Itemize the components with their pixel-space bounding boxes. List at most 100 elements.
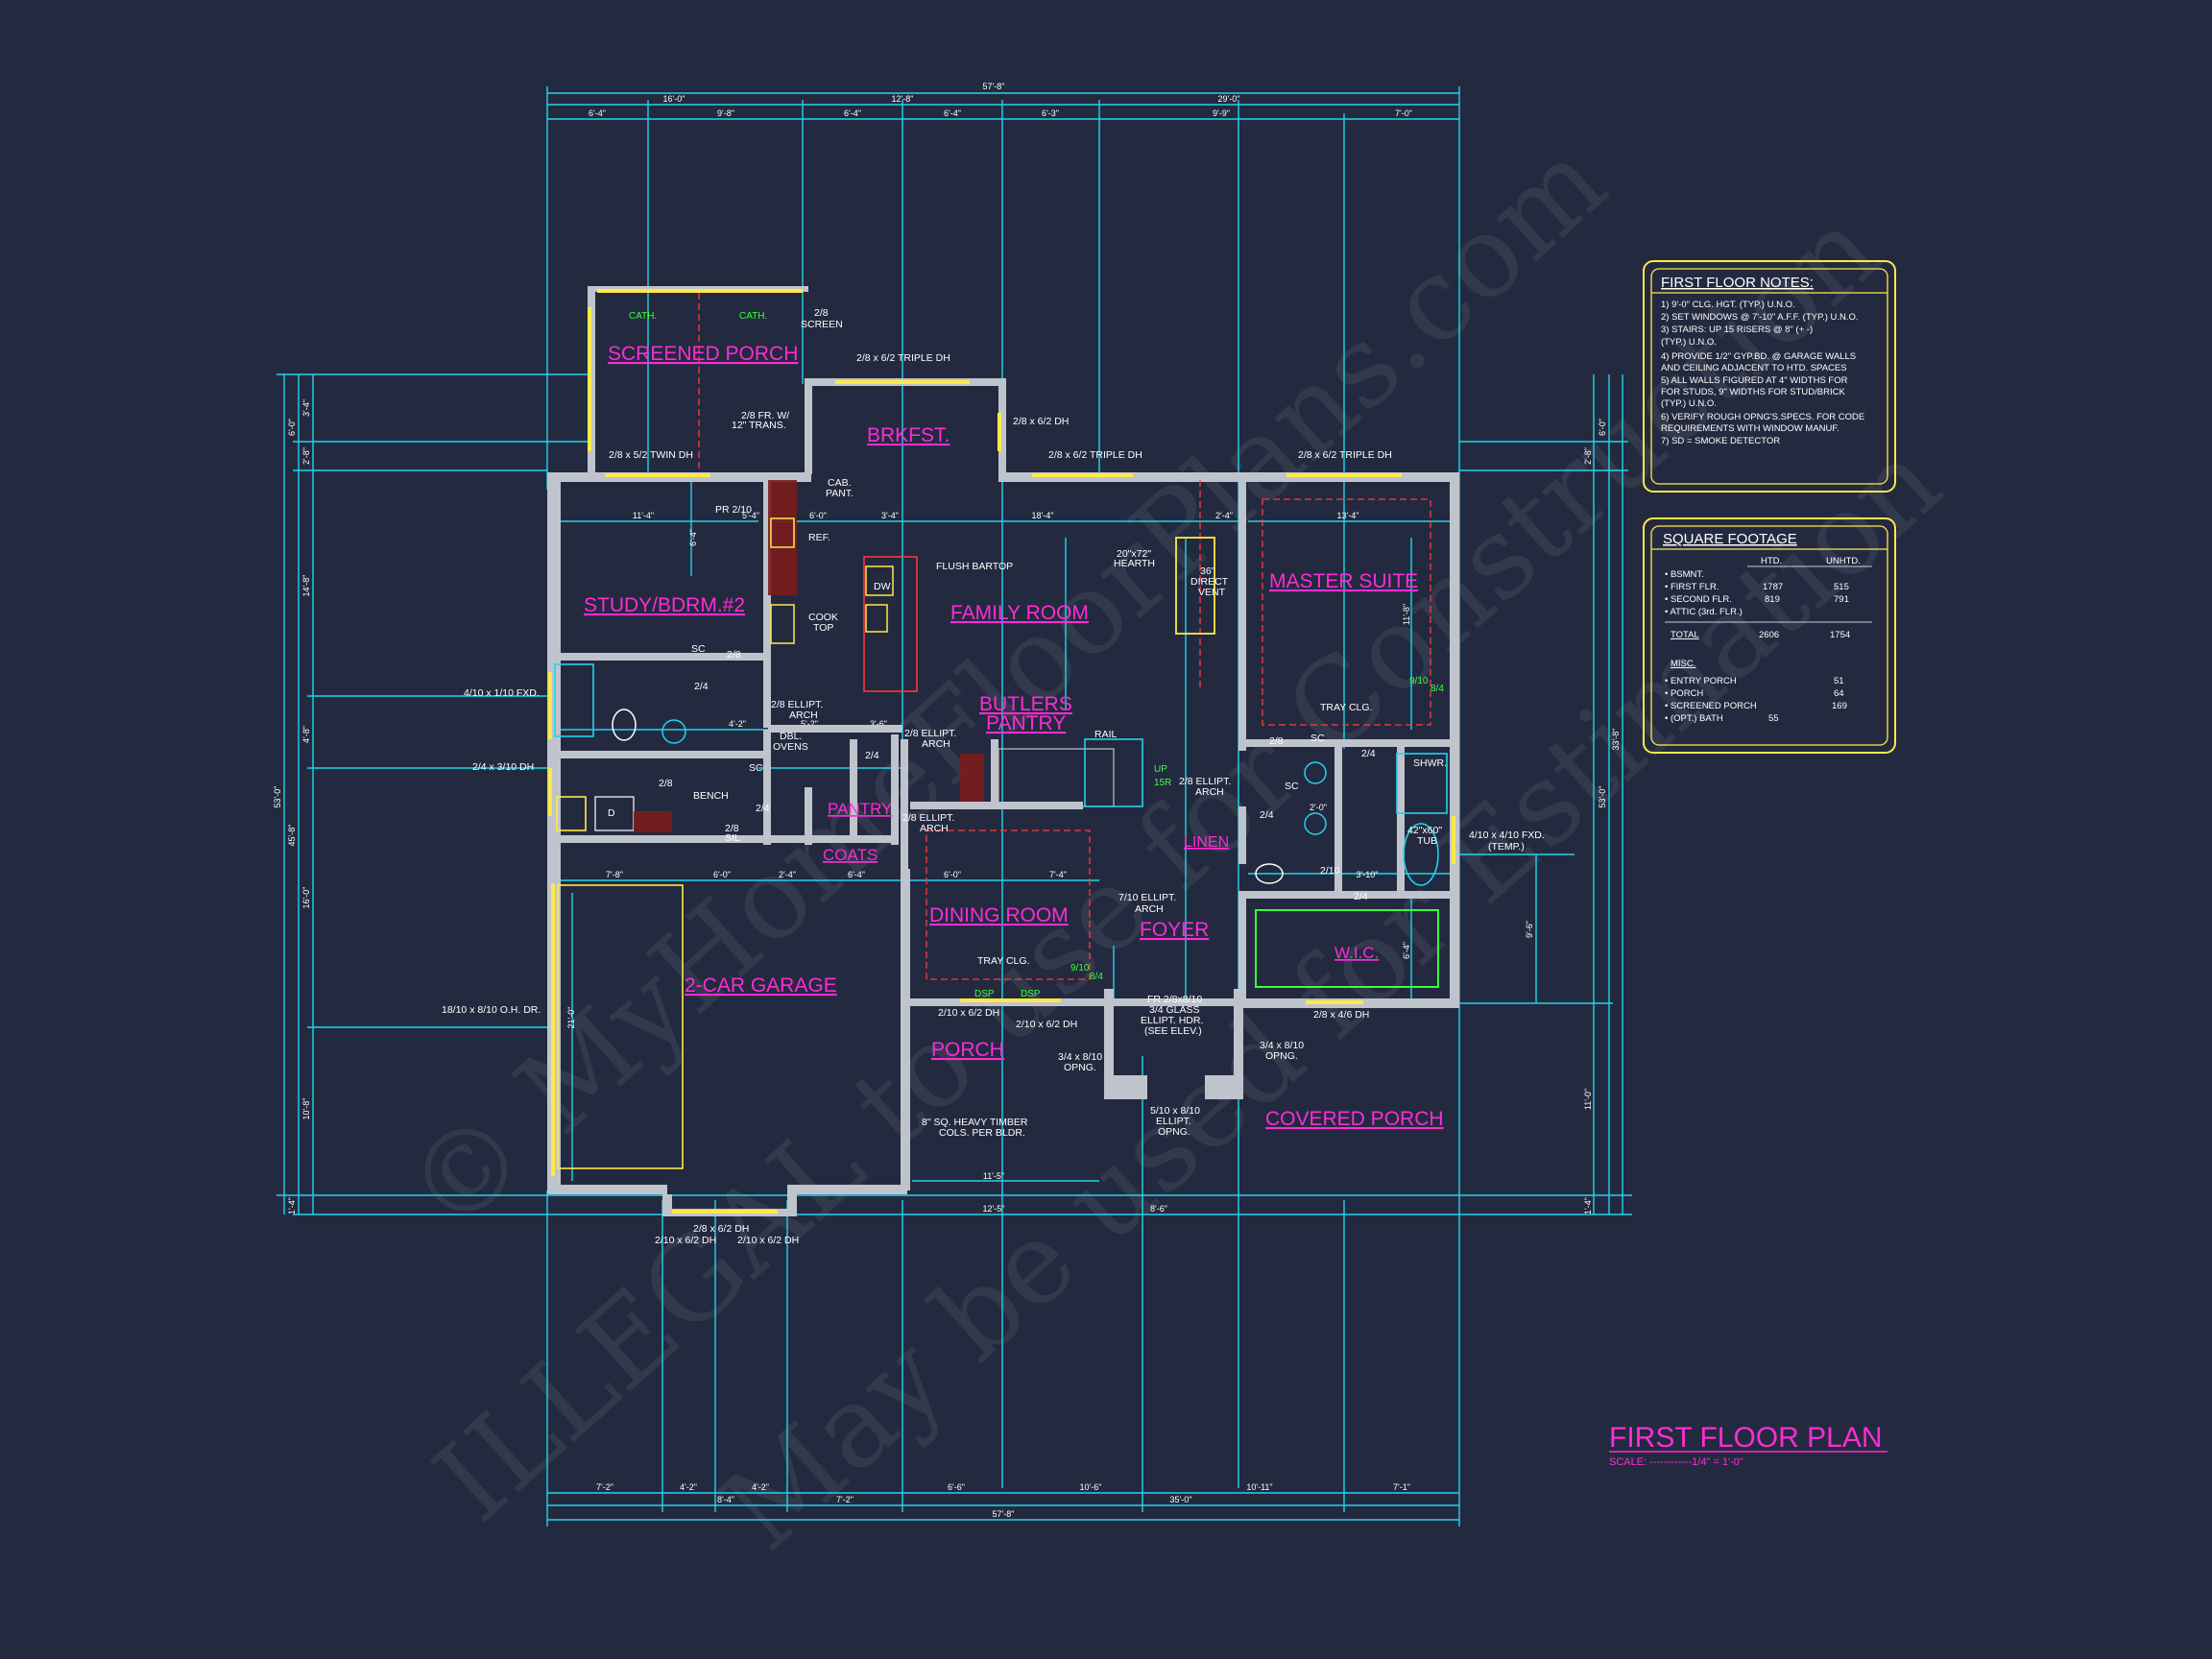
square-footage-panel: SQUARE FOOTAGE HTD. UNHTD. • BSMNT. • FI… — [1643, 517, 1896, 754]
label-dh-24-310: 2/4 x 3/10 DH — [472, 761, 534, 773]
label-twin-dh: 2/8 x 5/2 TWIN DH — [609, 449, 693, 461]
label-ellipt-butler-1: 2/8 ELLIPT. — [904, 728, 956, 739]
label-gar-dh-1: 2/8 x 6/2 DH — [693, 1223, 749, 1235]
dim-right-r3: 2'-8" — [1583, 447, 1593, 465]
label-triple-dh-top: 2/8 x 6/2 TRIPLE DH — [856, 352, 950, 364]
label-fxd-temp-1: 4/10 x 4/10 FXD. — [1469, 830, 1545, 841]
dim-inner-i20: 3'-10" — [1357, 870, 1379, 879]
sqft-col-htd: HTD. — [1761, 556, 1782, 566]
dim-inner-i2: 5'-4" — [742, 511, 759, 520]
dim-top-overall: 57'-8" — [983, 82, 1005, 91]
label-dsp-2: DSP — [1021, 989, 1041, 999]
dim-inner-i24: 8'-6" — [1150, 1204, 1167, 1214]
fixtures — [554, 480, 1448, 886]
label-door-24a: 2/4 — [694, 681, 709, 692]
sqft-misc-1-label: • ENTRY PORCH — [1665, 676, 1737, 686]
dim-top-d5: 6'-3" — [1042, 108, 1059, 118]
label-door-24f: 2/4 — [1354, 891, 1368, 902]
label-ofng-r-2: OPNG. — [1265, 1050, 1298, 1062]
label-door-84b: 8/4 — [1431, 684, 1444, 694]
dim-left-a8: 1'-4" — [287, 1197, 297, 1214]
label-dbl-ovens-2: OVENS — [773, 741, 808, 753]
note-item-11: REQUIREMENTS WITH WINDOW MANUF. — [1661, 423, 1839, 434]
label-flush-bartop: FLUSH BARTOP — [936, 561, 1013, 572]
label-door-28c: 2/8 — [725, 823, 739, 834]
sqft-misc-2-label: • PORCH — [1665, 688, 1703, 699]
label-dryer: D — [608, 807, 615, 819]
dim-inner-i7: 13'-4" — [1337, 511, 1359, 520]
windows — [548, 289, 1455, 1214]
label-fr-glass-3: ELLIPT. HDR. — [1141, 1015, 1203, 1026]
label-cooktop-2: TOP — [813, 622, 833, 634]
label-pr210: PR 2/10 — [715, 504, 752, 516]
room-pantry: PANTRY — [828, 800, 892, 818]
label-door-84a: 8/4 — [1090, 972, 1103, 982]
sqft-row-2-label: • FIRST FLR. — [1665, 582, 1719, 592]
room-foyer: FOYER — [1140, 919, 1209, 941]
room-screened-porch: SCREENED PORCH — [608, 343, 798, 365]
dim-inner-i11: 5'-2" — [801, 719, 818, 729]
label-sc-4: SC — [1285, 781, 1299, 792]
dim-top-d4: 6'-4" — [944, 108, 961, 118]
sqft-misc-3-label: • SCREENED PORCH — [1665, 701, 1757, 711]
dim-inner-i17: 6'-0" — [944, 870, 961, 879]
room-labels: SCREENED PORCH BRKFST. STUDY/BDRM.#2 FAM… — [584, 343, 1444, 1130]
dim-inner-i25: 21'-0" — [566, 1007, 576, 1029]
label-sc-3: SC — [1310, 733, 1325, 744]
dim-bot-b5: 6'-6" — [948, 1482, 965, 1492]
label-garage-door: 18/10 x 8/10 O.H. DR. — [442, 1004, 541, 1016]
label-arch-710-2: ARCH — [1135, 903, 1164, 915]
room-linen: LINEN — [1184, 834, 1229, 851]
label-screen-2: SCREEN — [801, 319, 843, 330]
sqft-row-3-unhtd: 791 — [1834, 594, 1849, 605]
label-door-24d: 2/4 — [1361, 748, 1376, 759]
label-vent-2: DIRECT — [1190, 576, 1229, 588]
label-screen-1: 2/8 — [814, 307, 829, 319]
dim-inner-i19: 2'-0" — [1310, 803, 1327, 812]
label-hearth-1: 20"x72" — [1117, 548, 1151, 560]
dim-inner-i8: 6'-4" — [688, 529, 698, 546]
dim-left-a7: 10'-8" — [301, 1098, 311, 1120]
note-item-12: 7) SD = SMOKE DETECTOR — [1661, 436, 1780, 446]
label-hearth-2: HEARTH — [1114, 558, 1155, 569]
label-risers: 15R — [1154, 778, 1171, 788]
dim-top-d3: 6'-4" — [844, 108, 861, 118]
sqft-misc-label: MISC. — [1671, 659, 1695, 669]
note-item-3: 3) STAIRS: UP 15 RISERS @ 8" (+ -) — [1661, 325, 1813, 335]
dim-top-d6: 9'-9" — [1213, 108, 1230, 118]
label-ofng-1: 3/4 x 8/10 — [1058, 1051, 1102, 1063]
dim-left-a3: 2'-8" — [301, 447, 311, 465]
note-item-1: 1) 9'-0" CLG. HGT. (TYP.) U.N.O. — [1661, 300, 1795, 310]
dim-inner-i18: 7'-4" — [1049, 870, 1067, 879]
hidden-lines — [557, 293, 1439, 1169]
label-arch-710-1: 7/10 ELLIPT. — [1118, 892, 1176, 903]
sqft-misc-3-val: 169 — [1832, 701, 1847, 711]
sqft-total-label: TOTAL — [1671, 630, 1699, 640]
label-ellipt-ofng-3: OPNG. — [1158, 1126, 1190, 1138]
label-sc-1: SC — [691, 643, 706, 655]
dim-top-s2: 12'-8" — [892, 94, 914, 104]
sqft-misc-2-val: 64 — [1834, 688, 1844, 699]
label-fr-2: 12" TRANS. — [732, 420, 786, 431]
label-door-910a: 9/10 — [1070, 963, 1090, 974]
dim-right-r4: 9'-6" — [1525, 921, 1534, 938]
sqft-misc-4-label: • (OPT.) BATH — [1665, 713, 1723, 724]
label-door-24c: 2/4 — [865, 750, 879, 761]
dim-left-a6: 16'-0" — [301, 887, 311, 909]
label-triple-dh-fam: 2/8 x 6/2 TRIPLE DH — [1048, 449, 1142, 461]
label-door-24e: 2/4 — [1260, 809, 1274, 821]
dim-inner-i16: 6'-4" — [848, 870, 865, 879]
sqft-col-unhtd: UNHTD. — [1826, 556, 1861, 566]
dim-inner-i3: 6'-0" — [809, 511, 827, 520]
label-door-210: 2/10 — [1320, 865, 1340, 877]
label-cab-pant-2: PANT. — [826, 488, 854, 499]
room-master-suite: MASTER SUITE — [1269, 570, 1418, 592]
label-fr-glass-4: (SEE ELEV.) — [1144, 1025, 1202, 1037]
label-sc-2: SC — [749, 762, 763, 774]
dim-inner-i4: 3'-4" — [881, 511, 899, 520]
sqft-row-2-unhtd: 515 — [1834, 582, 1849, 592]
label-tub-2: TUB — [1417, 835, 1437, 847]
sqft-row-2-htd: 1787 — [1763, 582, 1783, 592]
label-rail: RAIL — [1094, 729, 1118, 740]
room-covered-porch: COVERED PORCH — [1265, 1108, 1444, 1130]
